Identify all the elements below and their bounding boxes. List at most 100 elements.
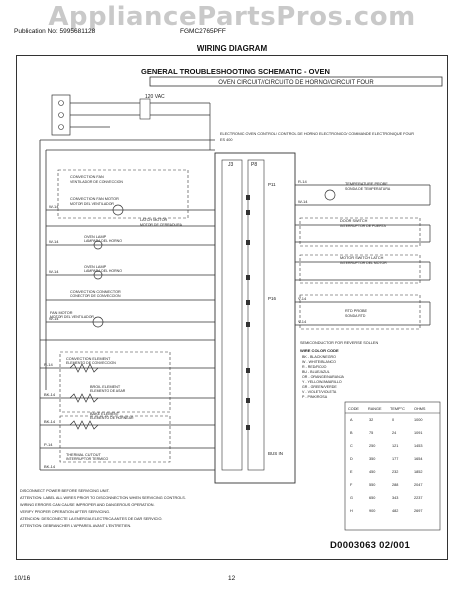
schematic-label: BAKE ELEMENT [90, 412, 120, 416]
schematic-label: VERIFY PROPER OPERATION AFTER SERVICING. [20, 510, 110, 514]
schematic-label: MOTOR DEL VENTILADOR [70, 202, 114, 206]
schematic-label: 177 [392, 457, 398, 461]
schematic-label: CODE [348, 407, 359, 411]
schematic-wire [344, 401, 441, 531]
schematic-label: 343 [392, 496, 398, 500]
grounding-note: SEMICONDUCTOR FOR REVERSE SOLLEN [300, 341, 378, 345]
schematic-label: R-14 [44, 362, 53, 367]
schematic-label: 2047 [414, 483, 422, 487]
schematic-label: ELEMENTO DE CONVECCION [66, 361, 116, 365]
schematic-wire [247, 159, 265, 471]
schematic-label: 288 [392, 483, 398, 487]
schematic-label: 1852 [414, 470, 422, 474]
schematic-wire [93, 270, 103, 280]
schematic-label: 2237 [414, 496, 422, 500]
schematic-label: OR - ORANGE/NARANJA [302, 375, 345, 379]
schematic-label: P-14 [44, 442, 53, 447]
schematic-wire [69, 420, 99, 430]
schematic-label: MOTOR DEL VENTILADOR [50, 315, 94, 319]
schematic-label: W-14 [49, 204, 59, 209]
schematic-label: INTERRUPTOR TERMICO [66, 457, 109, 461]
schematic-label: 1453 [414, 444, 422, 448]
schematic-wire [299, 254, 421, 284]
schematic-label: H [350, 509, 353, 513]
schematic-label: OVEN LAMP [84, 235, 107, 239]
schematic-label: Y - YELLOW/AMARILLO [302, 380, 342, 384]
schematic-wire [57, 169, 189, 219]
schematic-label: 232 [392, 470, 398, 474]
schematic-label: LAMPARA DEL HORNO [84, 269, 122, 273]
schematic-label: D [350, 457, 353, 461]
schematic-label: RTD PROBE [345, 309, 368, 313]
schematic-label: W-14 [49, 239, 59, 244]
schematic-wire [59, 415, 171, 463]
schematic-label: CONVECTION FAN MOTOR [70, 197, 119, 201]
schematic-label: A [350, 418, 353, 422]
schematic-label: THERMAL CUTOUT [66, 453, 101, 457]
schematic-label: C [350, 444, 353, 448]
schematic-wire [92, 316, 104, 328]
schematic-label: W-14 [298, 199, 308, 204]
schematic-label: 650 [369, 496, 375, 500]
schematic-frame [16, 55, 448, 560]
legend-title: WIRE COLOR CODE [300, 348, 339, 353]
schematic-label: 250 [369, 444, 375, 448]
schematic-wire [69, 393, 99, 403]
schematic-label: BU - BLUE/AZUL [302, 370, 330, 374]
schematic-label: P - PINK/ROSA [302, 395, 328, 399]
schematic-label: W - WHITE/BLANCO [302, 360, 336, 364]
connector-j3: J3 [228, 162, 234, 168]
schematic-label: 2697 [414, 509, 422, 513]
schematic-label: SONDA DE TEMPERATURA [345, 187, 391, 191]
warning-notes: DISCONNECT POWER BEFORE SERVICING UNIT. … [20, 489, 186, 528]
connector-p8: P8 [251, 162, 257, 168]
connector-p16: P16 [268, 296, 277, 301]
schematic-wire [299, 217, 421, 247]
schematic-wire [246, 398, 250, 403]
schematic-label: CONECTOR DE CONVECCION [70, 294, 121, 298]
schematic-label: MOTOR DE CERRADURA [140, 223, 183, 227]
schematic-label: GR - GREEN/VERDE [302, 385, 337, 389]
schematic-label: 75 [369, 431, 373, 435]
page-title: WIRING DIAGRAM [196, 44, 268, 53]
wire-color-legend: BK - BLACK/NEGRO W - WHITE/BLANCO R - RE… [302, 355, 345, 399]
schematic-label: W-14 [49, 269, 59, 274]
schematic-label: LATCH MOTOR [140, 218, 168, 222]
schematic-label: 32 [369, 418, 373, 422]
schematic-label: RANGE [368, 407, 382, 411]
schematic-wire [246, 210, 250, 215]
schematic-label: 24 [392, 431, 396, 435]
schematic-label: G [350, 496, 353, 500]
schematic-label: BK-14 [44, 464, 56, 469]
schematic-label: TEMP°C [390, 407, 405, 411]
schematic-label: F [350, 483, 353, 487]
schematic-wire [93, 240, 103, 250]
schematic-label: V-14 [298, 296, 307, 301]
footer-date: 10/16 [14, 575, 31, 582]
schematic-label: ELEMENTO DE ASAR [90, 389, 126, 393]
watermark: AppliancePartsPros.com [48, 2, 416, 32]
schematic-label: V-14 [298, 319, 307, 324]
oven-control-board [214, 152, 296, 484]
schematic-wire [58, 124, 64, 130]
publication-number: Publication No: 5995681128 [14, 28, 96, 35]
oven-circuit-banner-box [149, 76, 443, 87]
schematic-wire [221, 159, 243, 471]
schematic-wire [58, 112, 64, 118]
schematic-wire [246, 195, 250, 430]
schematic-wire [246, 300, 250, 305]
schematic-label: W-14 [49, 316, 59, 321]
connector-p11: P11 [268, 182, 276, 187]
schematic-wire [246, 195, 250, 200]
schematic-wire [299, 294, 421, 330]
schematic-label: E [350, 470, 353, 474]
schematic-wire [40, 204, 215, 471]
schematic-label: OHMS [414, 407, 426, 411]
schematic-label: FAN MOTOR [50, 311, 73, 315]
schematic-label: CONVECTION CONNECTOR [70, 290, 121, 294]
schematic-label: ATTENTION: LABEL ALL WIRES PRIOR TO DISC… [20, 496, 186, 500]
schematic-label: BK - BLACK/NEGRO [302, 355, 336, 359]
schematic-label: 350 [369, 457, 375, 461]
schematic-label: WIRING ERRORS CAN CAUSE IMPROPER AND DAN… [20, 503, 155, 507]
